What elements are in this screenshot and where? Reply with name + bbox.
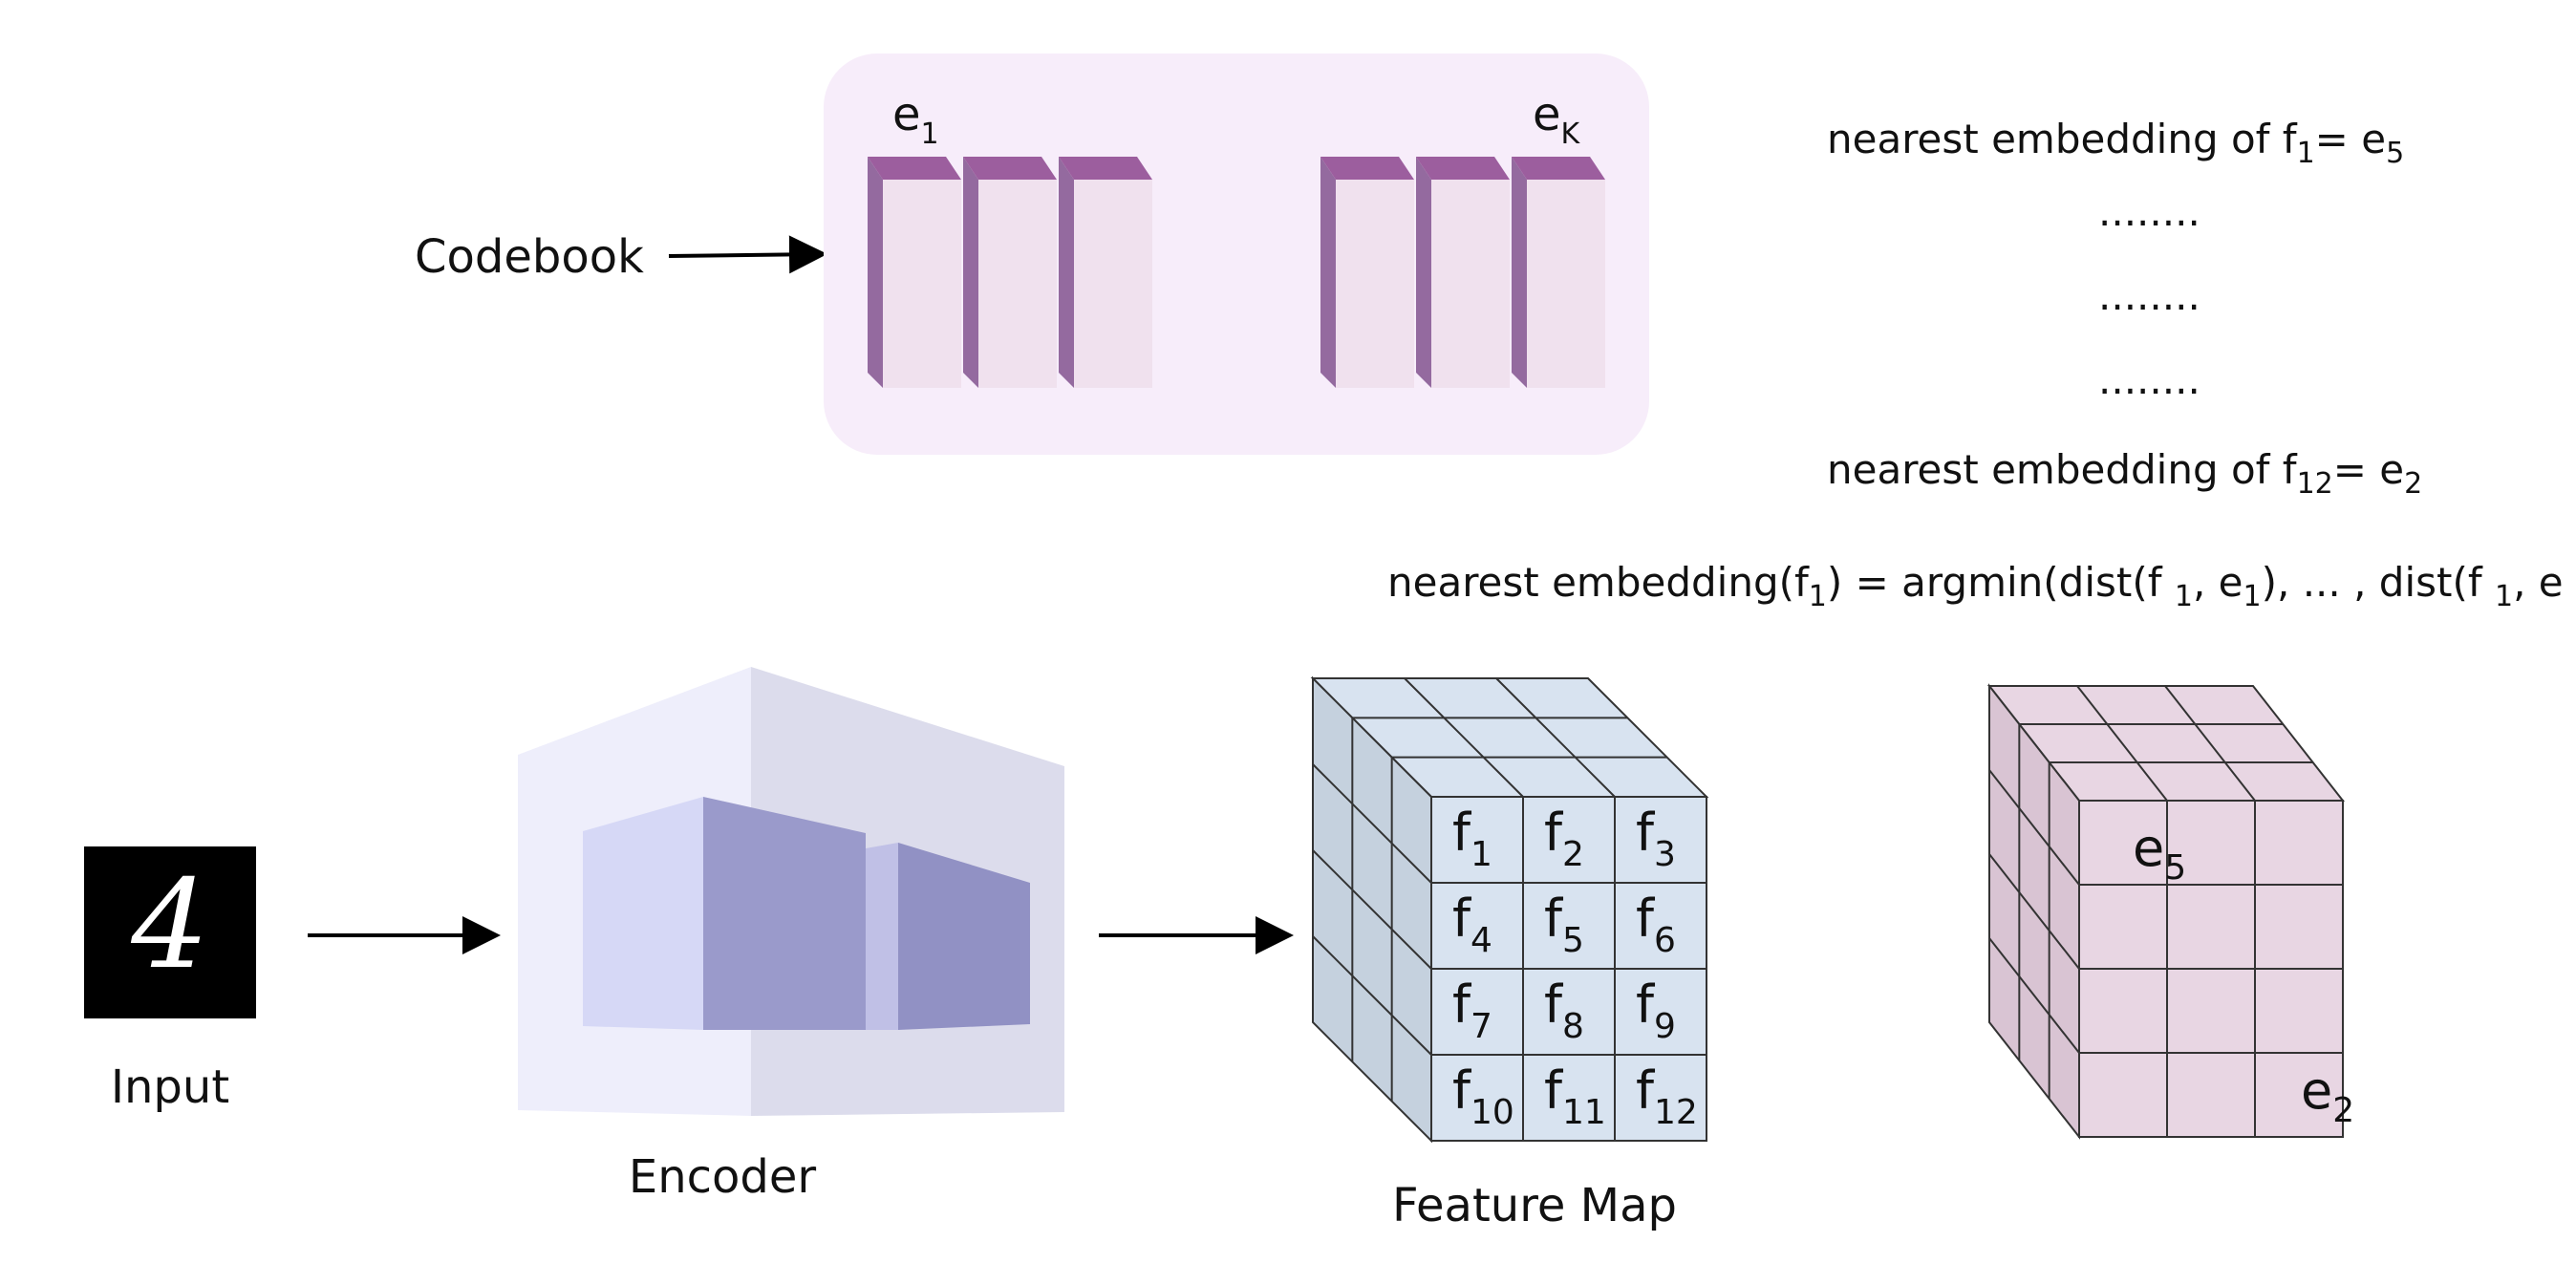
feature-cell: f7 — [1452, 974, 1492, 1046]
encoder-icon — [518, 667, 1064, 1116]
codebook-vector — [1059, 157, 1152, 388]
feature-cell: f8 — [1544, 974, 1584, 1046]
nearest-line-2: nearest embedding of f12= e2 — [1827, 446, 2422, 501]
codebook-last-label: eK — [1533, 88, 1581, 151]
nearest-line-1: nearest embedding of f1= e5 — [1827, 116, 2404, 170]
feature-cell: f6 — [1636, 889, 1676, 960]
codebook-vector — [963, 157, 1057, 388]
feature-cell: f12 — [1636, 1060, 1698, 1132]
feature-cell: f11 — [1544, 1060, 1606, 1132]
feature-cell: f10 — [1452, 1060, 1514, 1132]
codebook-arrow — [668, 235, 827, 274]
feature-cell: f1 — [1452, 803, 1492, 874]
quantized-cell-e2: e2 — [2301, 1060, 2354, 1130]
quantized-cube — [1986, 683, 2346, 1140]
feature-map-label: Feature Map — [1392, 1179, 1677, 1232]
input-label: Input — [111, 1060, 229, 1114]
quantized-cell-e5: e5 — [2133, 818, 2186, 888]
feature-map-cube — [1310, 675, 1709, 1144]
feature-cell: f3 — [1636, 803, 1676, 874]
feature-map-cells: f1 f2 f3 f4 f5 f6 f7 f8 f9 f10 f11 f12 — [1452, 803, 1698, 1132]
nearest-formula: nearest embedding(f1) = argmin(dist(f 1,… — [1387, 559, 2576, 613]
codebook-vector — [1320, 157, 1414, 388]
encoder-label: Encoder — [629, 1150, 817, 1204]
feature-cell: f9 — [1636, 974, 1676, 1046]
nearest-dots-3: ........ — [2098, 356, 2200, 403]
nearest-dots-1: ........ — [2098, 188, 2200, 235]
input-digit: 4 — [130, 854, 208, 996]
feature-cell: f4 — [1452, 889, 1492, 960]
codebook-vectors — [868, 157, 1605, 388]
input-image — [84, 846, 256, 1018]
codebook-vector — [868, 157, 961, 388]
codebook-vector — [1512, 157, 1605, 388]
codebook-vector — [1416, 157, 1510, 388]
feature-cell: f2 — [1544, 803, 1584, 874]
codebook-label: Codebook — [415, 230, 644, 284]
nearest-dots-2: ........ — [2098, 272, 2200, 319]
feature-cell: f5 — [1544, 889, 1584, 960]
codebook-first-label: e1 — [892, 88, 939, 151]
